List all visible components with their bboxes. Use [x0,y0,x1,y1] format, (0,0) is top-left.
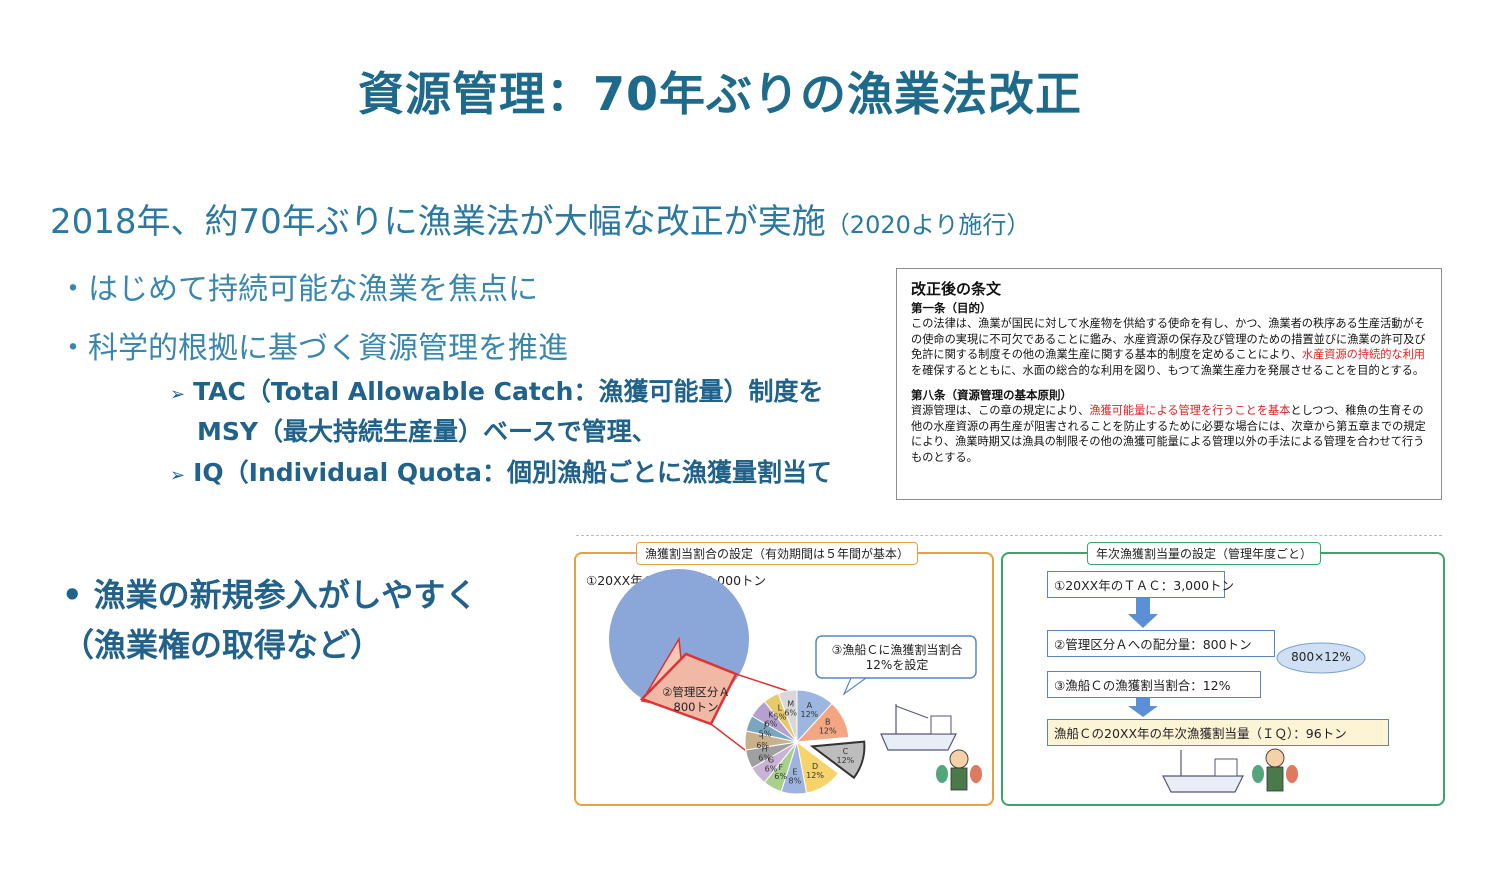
pie-slice-c [809,740,866,780]
callout-tail [842,677,868,696]
zone-a-label: ②管理区分Ａ 800トン [656,685,736,715]
step-zone-allocation: ②管理区分Ａへの配分量：800トン [1047,630,1275,657]
arrow-bullet-icon: ➢ [170,384,186,405]
allocation-pie [744,689,866,795]
callout-text: ③漁船Ｃに漁獲割当割合 12%を設定 [824,643,970,673]
article1-heading: 第一条（目的） [911,301,992,315]
sub-bullet-tac: ➢ TAC（Total Allowable Catch：漁獲可能量）制度を [170,372,823,408]
formula-ellipse [1276,642,1366,674]
arrow-bullet-icon: ➢ [170,465,186,486]
zone-a-name: ②管理区分Ａ [662,685,730,699]
article8-heading: 第八条（資源管理の基本原則） [911,388,1072,403]
slide-title: 資源管理：70年ぶりの漁業法改正 [357,67,1082,121]
step-annual-iq: 漁船Ｃの20XX年の年次漁獲割当量（ＩＱ）：96トン [1047,719,1389,746]
sub-bullet-tac-cont: MSY（最大持続生産量）ベースで管理、 [197,417,657,446]
bullet-science: ・科学的根拠に基づく資源管理を推進 [58,331,568,366]
step-vessel-ratio: ③漁船Ｃの漁獲割当割合：12% [1047,671,1261,698]
annual-quota-panel: 年次漁獲割当量の設定（管理年度ごと） ①20XX年のＴＡＣ：3,000トン ②管… [1001,542,1445,806]
article1-highlight: 水産資源の持続的な利用 [1301,348,1425,362]
pie-slice-b [795,702,850,743]
callout-line-2: 12%を設定 [865,658,929,672]
article8-text: 資源管理は、この章の規定により、漁獲可能量による管理を行うことを基本としつつ、稚… [911,403,1429,465]
formula-text: 800×12% [1291,650,1351,664]
sub-bullet-iq: ➢ IQ（Individual Quota：個別漁船ごとに漁獲量割当て [170,453,832,489]
article1-text-b: を確保するとともに、水面の総合的な利用を図り、もつて漁業生産力を発展させることを… [911,363,1425,377]
bullet-sustainable: ・はじめて持続可能な漁業を焦点に [58,272,538,307]
quota-ratio-title: 漁獲割当割合の設定（有効期間は５年間が基本） [636,542,919,565]
article8-text-b: としつつ、稚魚の生育その他の水産資源の再生産が阻害されることを防止するために必要… [911,404,1426,464]
quota-ratio-panel: 漁獲割当割合の設定（有効期間は５年間が基本） ①20XX年のＴＡＣ：3,000ト… [574,542,994,806]
law-text-box: 改正後の条文 第一条（目的） この法律は、漁業が国民に対して水産物を供給する使命… [896,268,1442,500]
sub-bullet-tac-text: TAC（Total Allowable Catch：漁獲可能量）制度を [193,377,824,406]
zone-a-amount: 800トン [673,700,719,714]
entry-bullet: • 漁業の新規参入がしやすく （漁業権の取得など） [62,570,477,670]
article8-text-a: 資源管理は、この章の規定により、 [911,404,1090,418]
article1-text-a: この法律は、漁業が国民に対して水産物を供給する使命を有し、かつ、漁業者の秩序ある… [911,317,1426,362]
fishing-boat-icon [1162,750,1244,793]
down-arrow-icon [1128,598,1158,628]
annual-quota-title: 年次漁獲割当量の設定（管理年度ごと） [1087,542,1322,565]
sub-bullet-iq-text: IQ（Individual Quota：個別漁船ごとに漁獲量割当て [193,458,832,487]
flow-arrows [1128,598,1366,793]
pie-slice-m [777,689,798,743]
headline: 2018年、約70年ぶりに漁業法が大幅な改正が実施（2020より施行） [50,194,1030,243]
headline-note: （2020より施行） [825,211,1031,239]
headline-main: 2018年、約70年ぶりに漁業法が大幅な改正が実施 [50,202,826,242]
down-arrow-icon [1128,698,1158,717]
fisherman-icon [936,749,982,791]
divider [576,535,1442,536]
law-title: 改正後の条文 [911,280,1002,298]
callout-box [815,635,977,679]
entry-line-1: • 漁業の新規参入がしやすく [62,576,478,614]
fisherman-icon [1252,748,1298,792]
entry-line-2: （漁業権の取得など） [62,626,383,664]
step-tac: ①20XX年のＴＡＣ：3,000トン [1047,571,1234,598]
article1-text: この法律は、漁業が国民に対して水産物を供給する使命を有し、かつ、漁業者の秩序ある… [911,316,1429,378]
callout-line-1: ③漁船Ｃに漁獲割当割合 [831,643,963,657]
article8-highlight: 漁獲可能量による管理を行うことを基本 [1089,404,1291,418]
fishing-boat-icon [880,704,957,751]
